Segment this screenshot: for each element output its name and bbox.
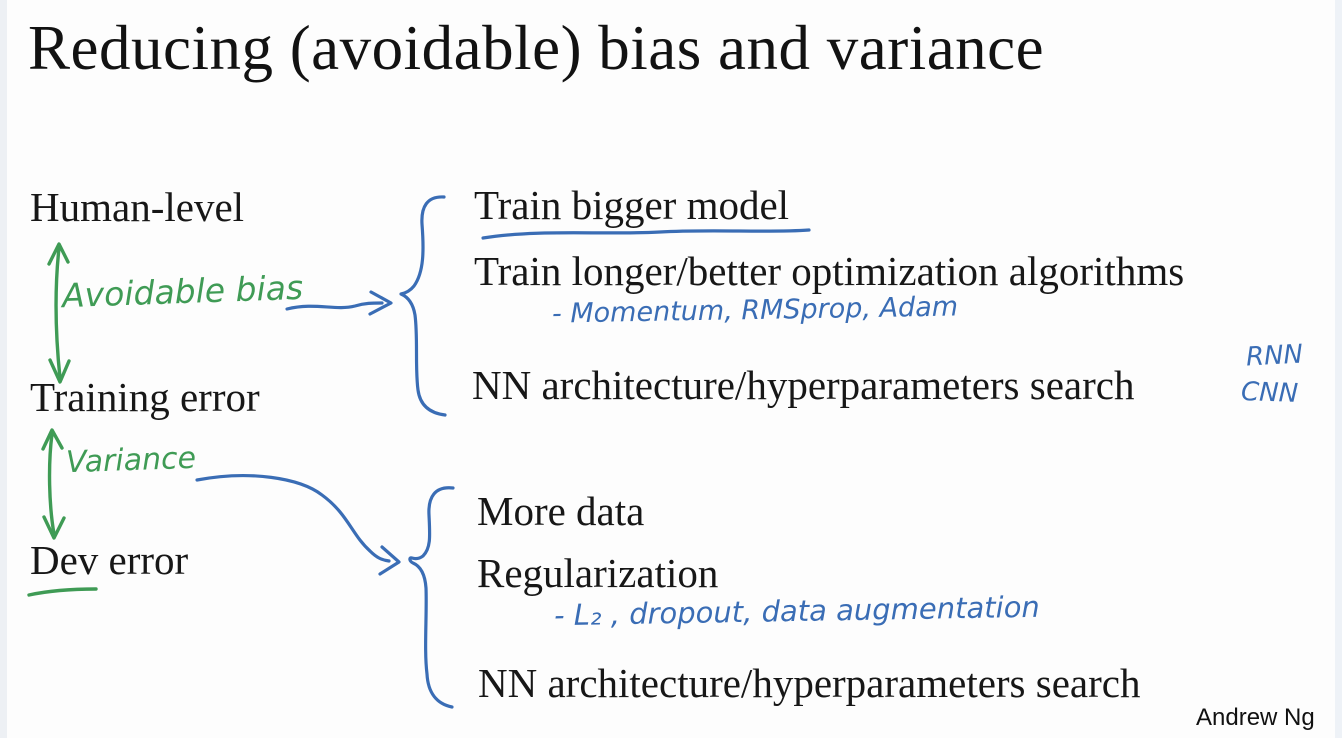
bias-remedies-brace bbox=[399, 195, 447, 417]
train-bigger-model-underline bbox=[481, 228, 811, 240]
avoidable-bias-handwriting: Avoidable bias bbox=[61, 267, 304, 316]
variance-double-arrow bbox=[41, 428, 66, 540]
left-edge-strip bbox=[0, 0, 7, 738]
remedy-regularization: Regularization bbox=[477, 550, 719, 596]
remedy-nn-search-top: NN architecture/hyperparameters search bbox=[472, 362, 1135, 408]
remedy-nn-search-bottom: NN architecture/hyperparameters search bbox=[478, 660, 1141, 706]
dev-error-underline bbox=[27, 587, 98, 597]
remedy-train-longer: Train longer/better optimization algorit… bbox=[474, 248, 1185, 294]
rnn-handwriting: RNN bbox=[1245, 339, 1304, 373]
author-credit: Andrew Ng bbox=[1196, 704, 1315, 731]
variance-remedies-brace bbox=[408, 486, 455, 709]
variance-to-remedies-arrow bbox=[195, 474, 401, 576]
regularizers-handwriting: - L₂ , dropout, data augmentation bbox=[553, 589, 1041, 633]
variance-handwriting: Variance bbox=[65, 440, 197, 481]
slide-title: Reducing (avoidable) bias and variance bbox=[28, 13, 1045, 83]
right-edge-strip bbox=[1335, 0, 1342, 738]
remedy-more-data: More data bbox=[477, 488, 645, 534]
dev-error-label: Dev error bbox=[30, 537, 189, 583]
optimizers-handwriting: - Momentum, RMSprop, Adam bbox=[551, 291, 959, 330]
training-error-label: Training error bbox=[30, 374, 260, 420]
cnn-handwriting: CNN bbox=[1240, 377, 1299, 409]
remedy-train-bigger-model: Train bigger model bbox=[474, 182, 790, 228]
human-level-label: Human-level bbox=[30, 184, 245, 230]
